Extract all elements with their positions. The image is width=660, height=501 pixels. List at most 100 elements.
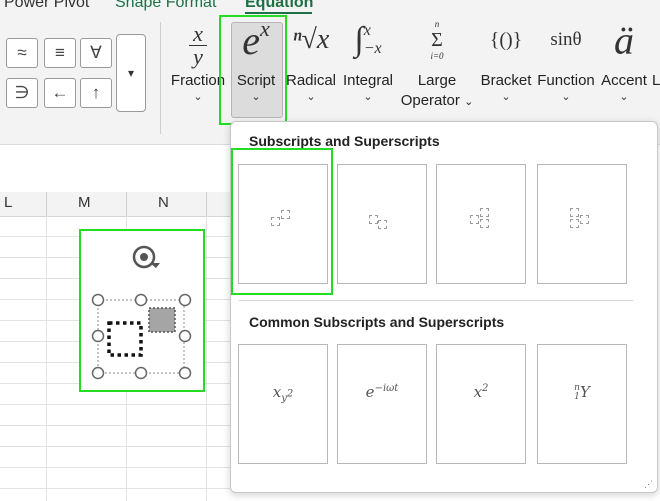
ribbon-separator [160,22,161,134]
integral-sign: ∫ [354,21,364,58]
script-icon: e x [231,12,281,68]
fraction-label: Fraction [170,72,226,89]
integral-icon: ∫ x −x [340,12,396,68]
chevron-down-icon: ⌄ [363,91,373,103]
equation-preview: x2 [473,383,489,401]
radical-glyph: ⁿ√x [292,24,330,55]
symbol-equiv[interactable]: ≡ [44,38,76,68]
column-header-n[interactable]: N [158,194,169,211]
script-button-highlight [219,15,287,125]
gridline [0,404,230,405]
common-template-x-sub-y-squared[interactable]: xy2 [238,344,328,464]
left-subscript-placeholder [570,219,579,228]
integral-upper-limit: x [363,22,371,39]
function-icon: sinθ [536,12,596,68]
fraction-icon: x y [168,20,228,82]
fraction-numerator: x [193,20,203,46]
chevron-down-icon: ⌄ [561,91,571,103]
chevron-down-icon: ⌄ [193,91,203,103]
resize-handles[interactable] [91,293,192,380]
resize-grip-icon[interactable]: ⋰ [644,479,653,489]
sigma-glyph: Σ [431,29,443,51]
chevron-down-icon: ⌄ [306,91,316,103]
symbols-more-button[interactable]: ▾ [116,34,146,112]
chevron-down-icon: ⌄ [251,91,261,103]
radical-label: Radical [285,72,337,89]
large-operator-label-line2: Operator ⌄ [400,92,474,109]
column-header-row: L M N [0,192,230,217]
gridline [0,467,230,468]
superscript-placeholder[interactable] [148,307,176,333]
accent-glyph: ä [614,17,634,63]
chevron-down-icon: ⌄ [501,91,511,103]
bracket-icon: {()} [478,12,534,68]
ribbon-tab-bar: Power Pivot Shape Format Equation [0,0,660,15]
rotate-handle-icon[interactable] [132,245,160,269]
section-divider [239,300,633,301]
base-placeholder [580,215,589,224]
accent-icon: ä [598,12,650,68]
fraction-denominator: y [193,43,203,69]
superscript-placeholder [281,210,290,219]
operator-lower: i=0 [430,51,444,61]
function-label: Function [537,72,595,89]
base-placeholder [369,215,378,224]
bracket-label: Bracket [480,72,532,89]
integral-label: Integral [342,72,394,89]
script-button-selected-bg [231,22,283,118]
leftsubsuperscript-template[interactable] [537,164,627,284]
integral-lower-limit: −x [363,40,382,57]
superscript-template-highlight [231,148,333,295]
symbols-gallery: ≈ ≡ ∀ ∋ ← ↑ [0,34,112,114]
subscript-placeholder [480,219,489,228]
function-glyph: sinθ [550,29,582,50]
common-template-x-squared[interactable]: x2 [436,344,526,464]
script-gallery-dropdown: Subscripts and Superscripts Common Subsc… [230,121,658,493]
equation-object[interactable] [80,230,204,390]
base-placeholder[interactable] [107,321,143,357]
chevron-down-icon: ⌄ [464,96,474,108]
gridline [206,216,207,501]
symbol-contains[interactable]: ∋ [6,78,38,108]
operator-upper: n [434,19,440,29]
gridline [0,425,230,426]
subscript-placeholder [378,220,387,229]
base-placeholder [470,215,479,224]
equation-preview: e−iωt [365,383,399,401]
symbol-left-arrow[interactable]: ← [44,78,76,108]
gridline [46,216,47,501]
common-template-e-power[interactable]: e−iωt [337,344,427,464]
left-superscript-placeholder [570,208,579,217]
script-label: Script [236,72,276,89]
superscript-template[interactable] [238,164,328,284]
tab-power-pivot[interactable]: Power Pivot [4,0,90,11]
column-divider [46,192,47,216]
limit-label: L [652,72,660,89]
section-title-subscripts-superscripts: Subscripts and Superscripts [249,133,440,149]
subscript-template[interactable] [337,164,427,284]
column-divider [206,192,207,216]
symbol-approx[interactable]: ≈ [6,38,38,68]
large-operator-icon: n Σ i=0 [398,12,476,68]
base-placeholder [271,217,280,226]
column-header-m[interactable]: M [78,194,91,211]
gridline [0,446,230,447]
radical-icon: ⁿ√x [284,12,338,68]
equation-object-highlight [79,229,205,392]
accent-label: Accent [601,72,647,89]
equation-preview: xy2 [272,383,294,404]
large-operator-label-line1: Large [417,72,457,89]
symbol-forall[interactable]: ∀ [80,38,112,68]
tab-equation[interactable]: Equation [245,0,314,11]
bracket-glyph: {()} [489,28,523,51]
superscript-placeholder [480,208,489,217]
script-superscript: x [260,16,270,41]
tab-shape-format[interactable]: Shape Format [115,0,217,11]
subsuperscript-template[interactable] [436,164,526,284]
section-title-common: Common Subscripts and Superscripts [249,314,505,330]
gridline [0,488,230,489]
column-header-l[interactable]: L [4,194,13,211]
symbol-up-arrow[interactable]: ↑ [80,78,112,108]
